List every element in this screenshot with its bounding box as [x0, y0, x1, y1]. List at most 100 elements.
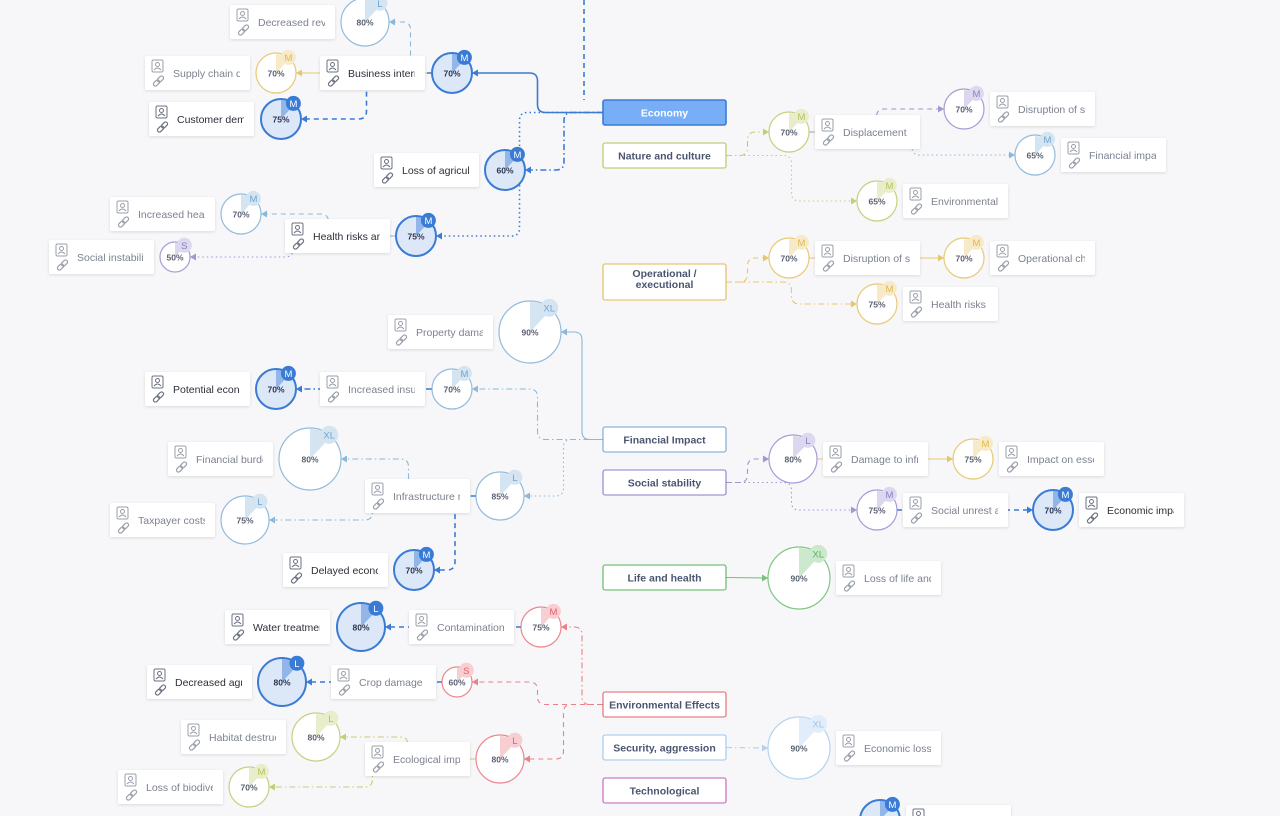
link-icon[interactable]: [152, 391, 165, 403]
node-card[interactable]: Ecological impa: [365, 742, 470, 776]
link-icon[interactable]: [830, 461, 843, 473]
node-card[interactable]: Supply chain d: [145, 56, 250, 90]
link-icon[interactable]: [910, 512, 923, 524]
link-icon[interactable]: [56, 259, 69, 271]
probability-gauge[interactable]: 75%M: [260, 95, 302, 140]
node-card[interactable]: Infrastructure r: [365, 479, 470, 513]
link-icon[interactable]: [154, 684, 167, 696]
node-card[interactable]: Increased insu: [320, 372, 425, 406]
probability-gauge[interactable]: M: [859, 796, 901, 816]
node-card[interactable]: Loss of life and: [836, 561, 941, 595]
link-icon[interactable]: [843, 580, 856, 592]
link-icon[interactable]: [156, 121, 169, 133]
link-icon[interactable]: [822, 260, 835, 272]
link-icon[interactable]: [327, 391, 340, 403]
node-card[interactable]: Damage to infr: [823, 442, 928, 476]
node-card[interactable]: Water treatmer: [225, 610, 330, 644]
node-card[interactable]: Loss of biodive: [118, 770, 223, 804]
probability-gauge[interactable]: 70%M: [431, 49, 473, 94]
probability-gauge[interactable]: 50%S: [159, 237, 192, 273]
link-icon[interactable]: [1006, 461, 1019, 473]
link-icon[interactable]: [910, 203, 923, 215]
node-card[interactable]: Impact on esse: [999, 442, 1104, 476]
node-card[interactable]: Health risks: [903, 287, 998, 321]
category-financial[interactable]: Financial Impact: [602, 426, 727, 453]
probability-gauge[interactable]: 85%L: [475, 469, 525, 521]
link-icon[interactable]: [232, 629, 245, 641]
probability-gauge[interactable]: 60%M: [484, 146, 526, 191]
link-icon[interactable]: [117, 216, 130, 228]
category-nature[interactable]: Nature and culture: [602, 142, 727, 169]
node-card[interactable]: Property dama: [388, 315, 493, 349]
link-icon[interactable]: [292, 238, 305, 250]
link-icon[interactable]: [416, 629, 429, 641]
node-card[interactable]: Environmental: [903, 184, 1008, 218]
node-card[interactable]: Disruption of se: [990, 92, 1095, 126]
risk-node[interactable]: Social unrest a75%M: [856, 486, 1008, 531]
category-economy[interactable]: Economy: [602, 99, 727, 126]
probability-gauge[interactable]: 75%M: [856, 280, 898, 325]
probability-gauge[interactable]: 80%L: [475, 732, 525, 784]
category-operational[interactable]: Operational /executional: [602, 263, 727, 301]
probability-gauge[interactable]: 75%M: [856, 486, 898, 531]
link-icon[interactable]: [327, 75, 340, 87]
category-technological[interactable]: Technological: [602, 777, 727, 804]
probability-gauge[interactable]: 70%M: [431, 365, 473, 410]
probability-gauge[interactable]: 75%L: [220, 493, 270, 545]
node-card[interactable]: Potential econo: [145, 372, 250, 406]
link-icon[interactable]: [125, 789, 138, 801]
probability-gauge[interactable]: 70%M: [220, 190, 262, 235]
probability-gauge[interactable]: 65%M: [1014, 131, 1056, 176]
probability-gauge[interactable]: 70%M: [393, 546, 435, 591]
probability-gauge[interactable]: 80%L: [257, 655, 307, 707]
link-icon[interactable]: [117, 522, 130, 534]
link-icon[interactable]: [152, 75, 165, 87]
link-icon[interactable]: [1086, 512, 1099, 524]
node-card[interactable]: Business interr: [320, 56, 425, 90]
node-card[interactable]: Displacement c: [815, 115, 920, 149]
probability-gauge[interactable]: 65%M: [856, 177, 898, 222]
probability-gauge[interactable]: 75%M: [395, 212, 437, 257]
node-card[interactable]: Disruption of se: [815, 241, 920, 275]
probability-gauge[interactable]: 80%XL: [278, 425, 342, 491]
category-environmental[interactable]: Environmental Effects: [602, 691, 727, 718]
link-icon[interactable]: [175, 461, 188, 473]
node-card[interactable]: Crop damage (: [331, 665, 436, 699]
link-icon[interactable]: [381, 172, 394, 184]
node-card[interactable]: Loss of agricult: [374, 153, 479, 187]
probability-gauge[interactable]: 90%XL: [767, 714, 831, 780]
probability-gauge[interactable]: 70%M: [255, 365, 297, 410]
node-card[interactable]: Economic impa: [1079, 493, 1184, 527]
node-card[interactable]: Economic losse: [836, 731, 941, 765]
node-card[interactable]: Decreased agr: [147, 665, 252, 699]
probability-gauge[interactable]: 75%M: [520, 603, 562, 648]
probability-gauge[interactable]: 80%L: [340, 0, 390, 47]
link-icon[interactable]: [188, 739, 201, 751]
probability-gauge[interactable]: 75%M: [952, 435, 994, 480]
link-icon[interactable]: [1068, 157, 1081, 169]
